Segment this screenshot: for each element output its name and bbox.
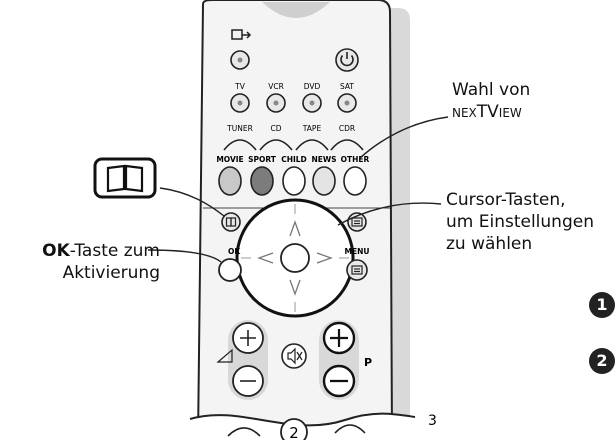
- digit-label-2: 2: [289, 424, 299, 440]
- audio-label-cdr: CDR: [339, 124, 355, 133]
- callout-cursor-line2: um Einstellungen: [446, 212, 594, 232]
- callout-nextview-line1: Wahl von: [452, 80, 531, 100]
- step-badge-2: 2: [589, 348, 615, 374]
- callout-ok: OK-Taste zum Aktivierung: [6, 240, 160, 284]
- genre-button-news[interactable]: [312, 166, 336, 196]
- audio-label-tape: TAPE: [302, 124, 322, 133]
- mute-icon: [287, 347, 303, 365]
- digit-button-3[interactable]: [334, 424, 366, 434]
- genre-label-child: CHILD: [281, 155, 307, 164]
- genre-button-sport[interactable]: [250, 166, 274, 196]
- source-label-vcr: VCR: [268, 82, 284, 91]
- genre-label-other: OTHER: [341, 155, 370, 164]
- menu-label: MENU: [345, 247, 370, 256]
- genre-button-movie[interactable]: [218, 166, 242, 196]
- source-label-sat: SAT: [340, 82, 354, 91]
- teletext-icon: [351, 217, 363, 227]
- genre-label-movie: MOVIE: [216, 155, 243, 164]
- plus-icon: [330, 329, 348, 347]
- callout-nextview: Wahl von nexTView: [452, 79, 530, 123]
- ok-label: OK: [228, 247, 241, 256]
- callout-ok-rest: -Taste zum: [69, 241, 160, 261]
- digit-button-2[interactable]: [280, 418, 308, 444]
- source-label-tv: TV: [234, 82, 246, 91]
- digit-button-1[interactable]: [227, 427, 261, 437]
- plus-icon: [240, 330, 256, 346]
- program-label: P: [364, 356, 372, 369]
- mute-button[interactable]: [281, 343, 307, 369]
- book-icon: [93, 157, 157, 199]
- guide-icon: [225, 217, 237, 227]
- audio-label-tuner: TUNER: [226, 124, 253, 133]
- ok-center-button[interactable]: [280, 243, 310, 273]
- genre-label-news: NEWS: [311, 155, 336, 164]
- callout-cursor: Cursor-Tasten, um Einstellungen zu wähle…: [446, 189, 594, 255]
- menu-icon: [351, 265, 363, 275]
- callout-cursor-line1: Cursor-Tasten,: [446, 190, 566, 210]
- audio-label-cd: CD: [270, 124, 281, 133]
- callout-nextview-line2: nexTView: [452, 102, 522, 122]
- genre-label-sport: SPORT: [248, 155, 277, 164]
- step-badge-1: 1: [589, 292, 615, 318]
- input-icon: [231, 29, 252, 40]
- cursor-arrow-lines: [241, 204, 349, 312]
- leader-lines: [147, 116, 449, 263]
- ir-window: [262, 2, 330, 18]
- genre-button-child[interactable]: [282, 166, 306, 196]
- callout-ok-line2: Aktivierung: [62, 263, 160, 283]
- menu-button[interactable]: [346, 259, 368, 281]
- volume-icon: [216, 348, 233, 363]
- genre-button-other[interactable]: [343, 166, 367, 196]
- source-label-dvd: DVD: [304, 82, 321, 91]
- callout-ok-key: OK: [42, 241, 70, 261]
- page-number: 3: [428, 413, 437, 429]
- cursor-arrows[interactable]: [257, 220, 333, 296]
- power-button[interactable]: [335, 48, 359, 72]
- ok-button[interactable]: [218, 258, 242, 282]
- audio-buttons[interactable]: [223, 139, 364, 151]
- callout-cursor-line3: zu wählen: [446, 234, 533, 254]
- power-icon: [340, 52, 354, 67]
